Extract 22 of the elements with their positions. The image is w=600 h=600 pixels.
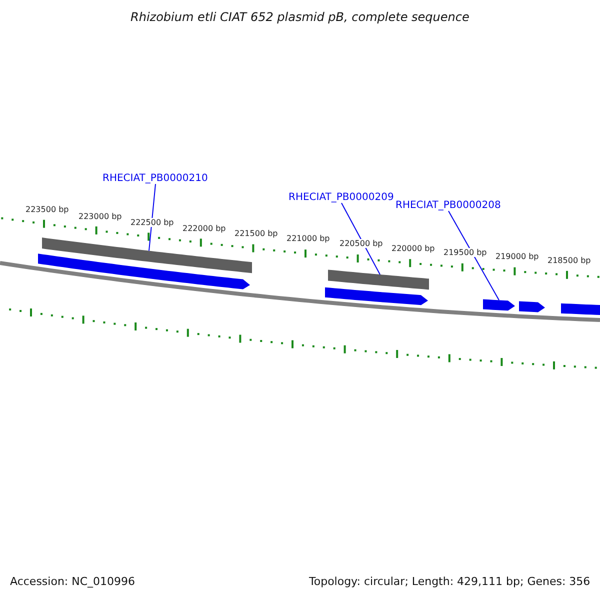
feature-bar: [328, 270, 429, 290]
scale-label: 220500 bp: [340, 239, 383, 248]
scale-label: 219500 bp: [444, 248, 487, 258]
scale-label: 218500 bp: [548, 256, 591, 265]
scale-label: 223500 bp: [26, 204, 69, 214]
scale-label: 221000 bp: [286, 234, 330, 244]
gene-label: RHECIAT_PB0000208: [396, 200, 501, 211]
sequence-info: Topology: circular; Length: 429,111 bp; Genes: 356: [309, 575, 590, 588]
scale-label: 220000 bp: [392, 244, 435, 254]
gene-label: RHECIAT_PB0000210: [102, 173, 208, 184]
feature-bar: [42, 238, 252, 274]
leader-line: [148, 184, 156, 252]
leader-line: [448, 210, 500, 301]
scale-label: 219000 bp: [496, 252, 539, 262]
gene-label: RHECIAT_PB0000209: [288, 192, 394, 203]
scale-label: 223000 bp: [78, 212, 122, 221]
title: Rhizobium etli CIAT 652 plasmid pB, complete sequence: [130, 10, 470, 24]
leader-line: [341, 202, 380, 275]
scale-label: 221500 bp: [234, 229, 278, 238]
gene-arrow: [483, 299, 515, 311]
scale-label: 222500 bp: [130, 218, 174, 227]
accession-label: Accession: NC_010996: [10, 575, 136, 588]
